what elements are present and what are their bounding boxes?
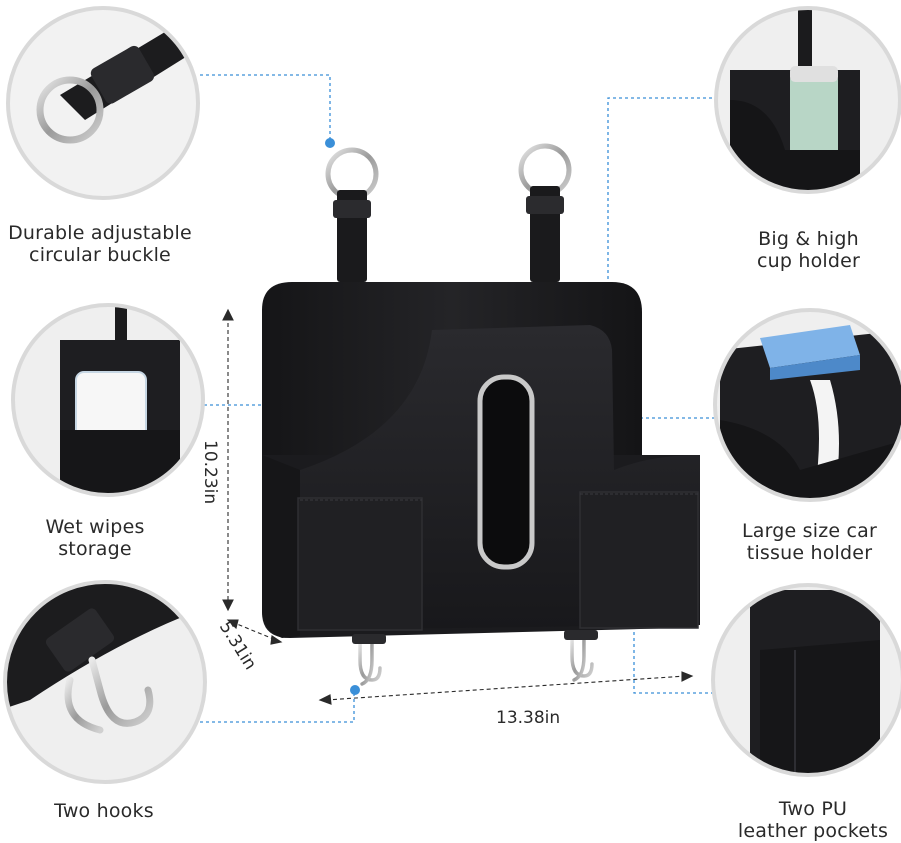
connector-buckle <box>200 74 331 140</box>
feature-circle-cup <box>714 6 901 194</box>
dimension-height: 10.23in <box>200 440 220 505</box>
feature-circle-hooks <box>3 580 207 784</box>
label-pockets: Two PU leather pockets <box>737 798 889 842</box>
dimension-lines <box>222 308 694 705</box>
left-strap <box>325 147 379 282</box>
product-organizer <box>262 143 700 686</box>
feature-circle-tissue <box>713 308 901 502</box>
tissue-slot <box>477 374 535 570</box>
label-buckle: Durable adjustable circular buckle <box>8 222 192 266</box>
label-wipes: Wet wipes storage <box>45 516 145 560</box>
feature-circle-wipes <box>11 303 205 497</box>
label-hooks: Two hooks <box>54 800 154 822</box>
right-strap <box>518 143 572 282</box>
right-pocket <box>579 491 699 629</box>
left-pocket <box>297 497 423 631</box>
connector-hooks <box>194 690 355 723</box>
dot-hooks <box>350 685 360 695</box>
label-tissue: Large size car tissue holder <box>741 520 878 564</box>
connector-cup <box>607 97 718 345</box>
label-cup: Big & high cup holder <box>756 228 861 272</box>
feature-circle-buckle <box>6 6 200 200</box>
bottom-hooks <box>352 630 598 686</box>
dot-buckle <box>325 138 335 148</box>
feature-circle-pockets <box>711 583 901 777</box>
dimension-width: 13.38in <box>496 708 561 728</box>
